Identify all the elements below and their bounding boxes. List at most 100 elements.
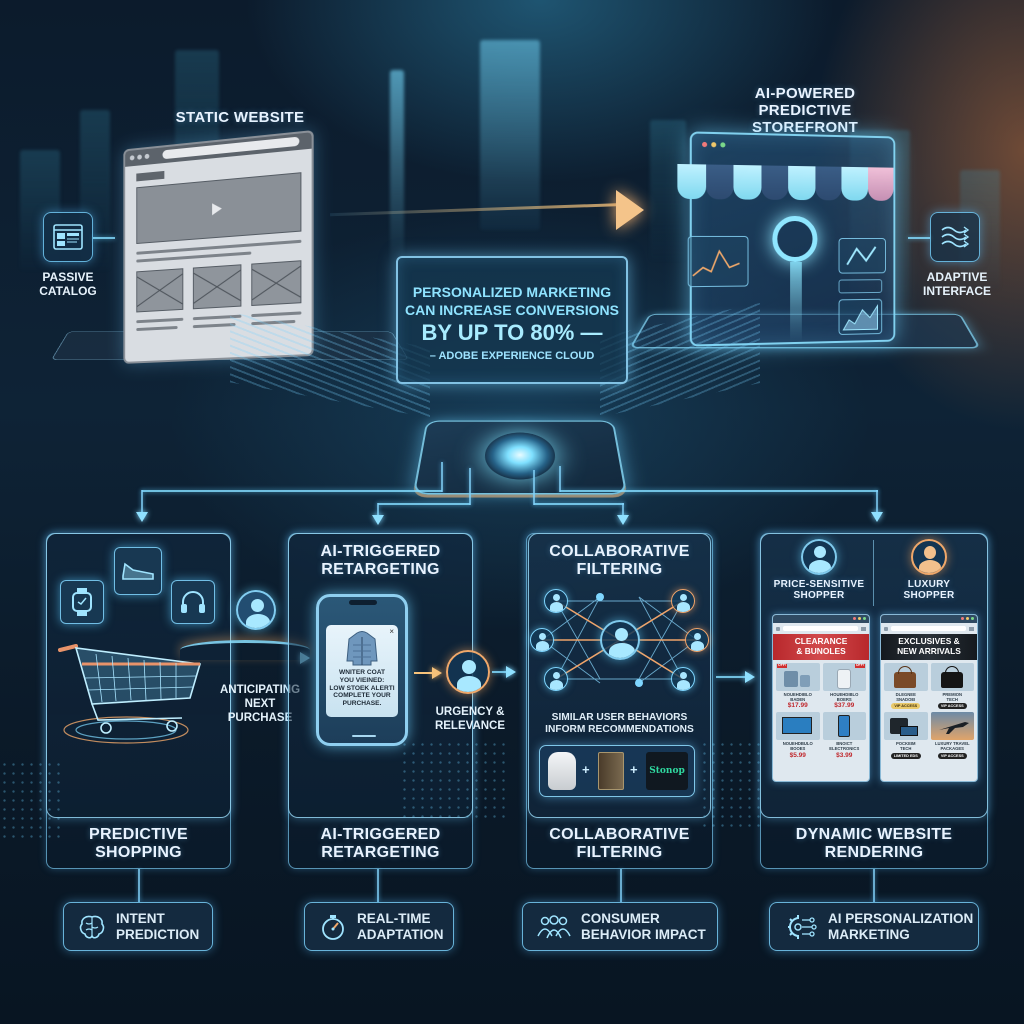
shopping-cart-icon [56, 638, 216, 753]
image-placeholder [136, 268, 184, 313]
ai-storefront-title: AI-POWERED PREDICTIVE STOREFRONT [720, 85, 890, 136]
adaptive-interface-icon [930, 212, 980, 262]
label-line: RELEVANCE [434, 719, 506, 732]
badge-line: INTENT [116, 910, 165, 926]
product-name: NOUEHDBULO [782, 741, 813, 747]
sale-badge: OFF! [777, 663, 788, 668]
low-stock-popup[interactable]: × WNITER COAT YOU VIEINED: LOW STOEK ALE… [326, 625, 398, 717]
product-card[interactable]: PREMION TECH VIP ACCESS [930, 663, 974, 710]
premium-tech-image [884, 712, 928, 741]
banner-line: & BUNOLES [796, 645, 846, 656]
luxury-label: LUXURY SHOPPER [875, 579, 983, 601]
title-line: PREDICTIVE [88, 826, 188, 843]
people-icon [537, 914, 571, 938]
title-line: FILTERING [576, 843, 663, 861]
product-card[interactable]: OFF! NOUEHDIBLO BADEN $17.99 [776, 663, 820, 709]
title-line: AI-TRIGGERED [320, 543, 441, 560]
flow-line [533, 470, 535, 505]
central-user-node [600, 620, 640, 660]
ai-hub-platform [412, 420, 628, 495]
badge-line: PREDICTION [116, 926, 200, 942]
smart-speaker-icon [548, 752, 576, 790]
hub-glow [483, 432, 557, 480]
ai-storefront-mockup [677, 131, 896, 347]
quote-source: – ADOBE EXPERIENCE CLOUD [429, 350, 595, 362]
anticipating-next-purchase-label: ANTICIPATING NEXT PURCHASE [212, 684, 308, 725]
message-line: YOU VIEINED: [339, 676, 385, 684]
quote-line-2: CAN INCREASE CONVERSIONS [405, 302, 619, 318]
label-line: PURCHASE [227, 711, 293, 724]
badge-line: REAL-TIME [357, 910, 431, 926]
product-name: BNOICT [836, 741, 853, 747]
banner-line: EXCLUSIVES & [898, 636, 960, 646]
area-chart-widget [838, 298, 883, 336]
caption-line: INFORM RECOMMENDATIONS [545, 724, 694, 736]
collaborative-caption: SIMILAR USER BEHAVIORS INFORM RECOMMENDA… [528, 712, 711, 736]
product-price: $3.99 [836, 751, 853, 759]
line-chart-widget [687, 235, 749, 288]
user-node [530, 628, 554, 652]
arrow-right-icon [432, 667, 442, 679]
passive-catalog-icon [43, 212, 93, 262]
caption-line: SIMILAR USER BEHAVIORS [551, 712, 688, 723]
title-line: RETARGETING [321, 843, 440, 861]
exclusives-banner: EXCLUSIVES & NEW ARRIVALS [881, 634, 977, 660]
label-line: SHOPPER [793, 590, 845, 602]
product-card[interactable]: BNOICT ELECTRONICS $3.99 [822, 712, 866, 759]
product-card[interactable]: LUXURY TRAVEL PACKAGES VIP ACCESS [930, 712, 974, 759]
play-icon [212, 202, 222, 216]
cookware-image: OFF! [776, 663, 820, 691]
data-grid-decoration [400, 740, 510, 820]
label-line: INTERFACE [922, 284, 991, 299]
product-name: BADEN [790, 696, 806, 702]
static-website-title: STATIC WEBSITE [175, 109, 305, 126]
urgency-relevance-label: URGENCY & RELEVANCE [422, 706, 518, 734]
dynamic-rendering-title: DYNAMIC WEBSITE RENDERING [760, 826, 988, 862]
product-name: POCKEIM [895, 741, 916, 747]
stat-quote-panel: PERSONALIZED MARKETING CAN INCREASE CONV… [396, 256, 628, 384]
real-time-adaptation-badge: REAL-TIME ADAPTATION [304, 902, 454, 951]
title-line: SHOPPING [95, 843, 182, 861]
connector [377, 869, 379, 902]
close-icon[interactable]: × [389, 627, 394, 636]
title-line: COLLABORATIVE [549, 826, 690, 843]
book-icon [598, 752, 624, 790]
flow-line [378, 503, 470, 505]
product-card[interactable]: POCKEIM TECH LIMITED EDS [884, 712, 928, 759]
plus-icon: + [630, 762, 638, 777]
product-name: NOUEHDIBLO [783, 692, 812, 697]
label-line: PRICE-SENSITIVE [773, 579, 865, 590]
product-card[interactable]: DLEGNEE SNADOEI VIP ACCESS [884, 663, 928, 710]
arrow-right-icon [745, 671, 755, 683]
product-price: $37.99 [834, 702, 855, 710]
sneaker-icon [114, 547, 162, 595]
badge-line: MARKETING [828, 926, 910, 942]
data-grid-decoration [700, 740, 760, 830]
title-line: DYNAMIC WEBSITE [795, 826, 953, 843]
label-line: ANTICIPATING [219, 684, 301, 696]
product-name: TECH [900, 746, 912, 751]
arrow-down-icon [617, 515, 629, 525]
message-line: WNITER COAT [338, 669, 386, 676]
badge-line: CONSUMER [581, 910, 660, 926]
flow-line [716, 676, 746, 678]
product-name: BOERS [836, 696, 852, 702]
badge-line: AI PERSONALIZATION [828, 910, 974, 926]
product-name: LUXURY TRAVEL [934, 741, 970, 747]
flow-line [622, 503, 624, 517]
flow-line [534, 503, 624, 505]
title-line: COLLABORATIVE [549, 543, 690, 560]
product-card[interactable]: OFF! HOUEHDIBLO BOERS $37.99 [822, 663, 866, 710]
headphones-icon [171, 580, 215, 624]
segment-divider [873, 540, 874, 606]
product-card[interactable]: NOUEHDBULO BOOES $5.99 [776, 712, 820, 759]
flow-line [414, 672, 434, 674]
product-name: PREMION [942, 692, 963, 697]
image-placeholder [251, 260, 302, 307]
recommendation-strip: + + Stonop [539, 745, 695, 797]
flow-line [560, 490, 878, 492]
badge-line: ADAPTATION [357, 926, 444, 942]
monitor-image [776, 712, 820, 741]
product-name: HOUEHDIBLO [830, 692, 859, 697]
user-node [671, 667, 695, 691]
